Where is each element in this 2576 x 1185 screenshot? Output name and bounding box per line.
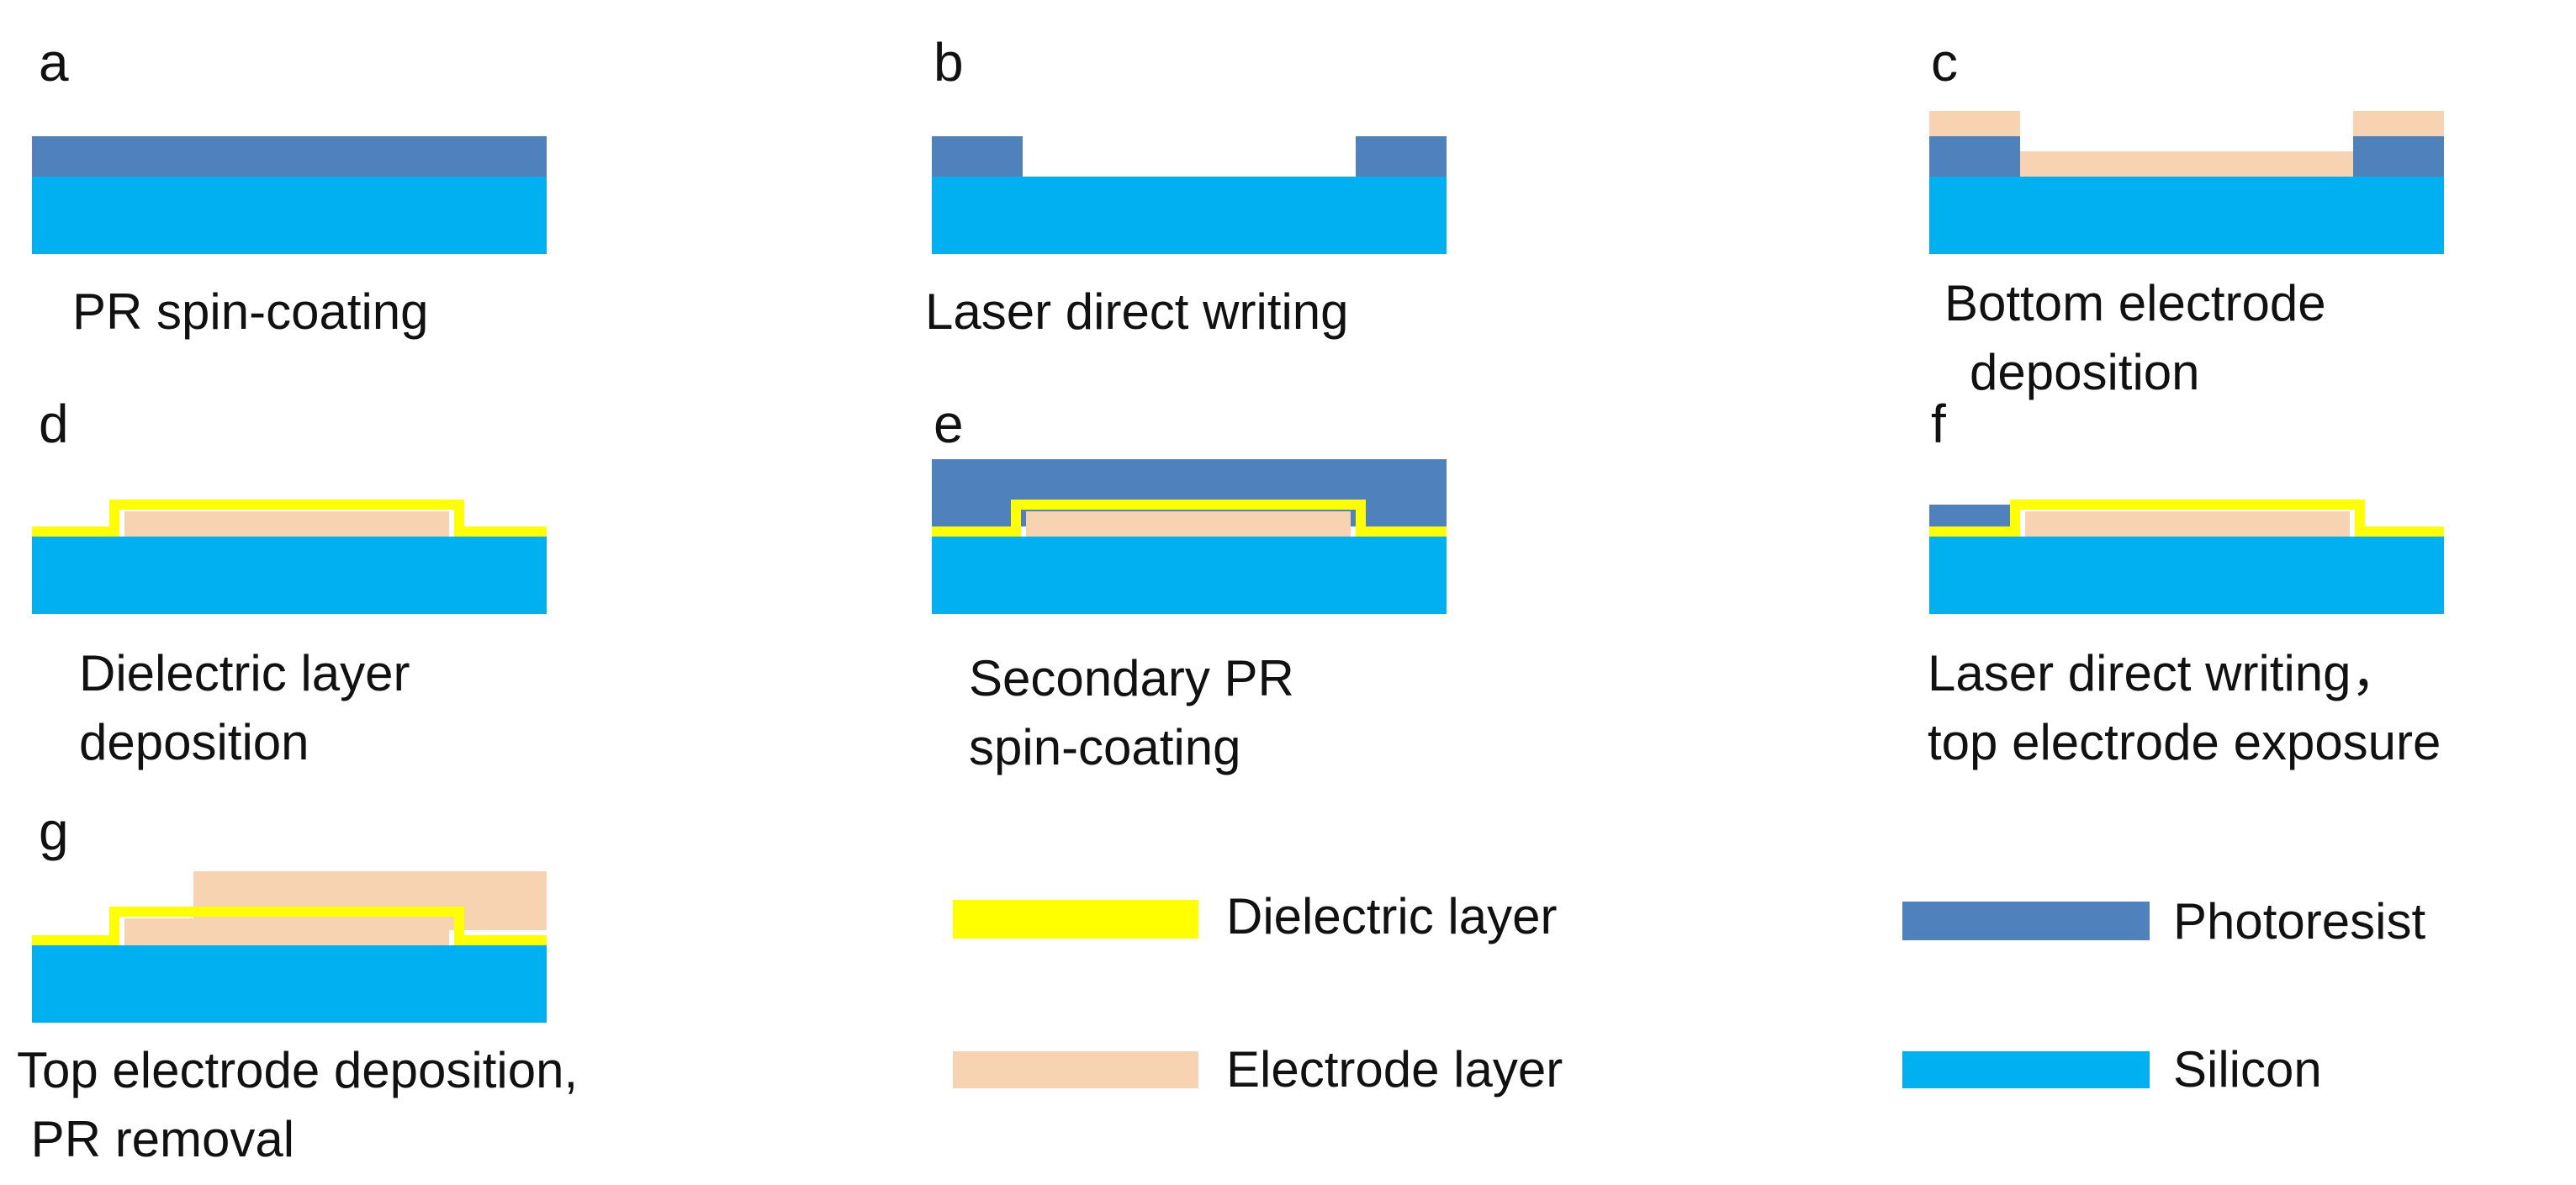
silicon-substrate bbox=[1929, 537, 2444, 614]
dielectric-layer bbox=[32, 907, 547, 945]
caption-a-line-1: PR spin-coating bbox=[72, 283, 429, 340]
bottom-electrode bbox=[124, 511, 449, 537]
caption-g: Top electrode deposition, PR removal bbox=[17, 1036, 578, 1174]
bottom-electrode bbox=[2020, 151, 2353, 177]
photoresist-right bbox=[1356, 136, 1447, 177]
legend-swatches bbox=[953, 900, 2150, 1088]
panel-letter-e: e bbox=[934, 394, 964, 454]
photoresist-layer bbox=[32, 136, 547, 177]
panel-letter-g: g bbox=[39, 801, 69, 861]
caption-g-line-1: Top electrode deposition, bbox=[17, 1042, 579, 1098]
dielectric-layer bbox=[1929, 500, 2444, 537]
bottom-electrode bbox=[2025, 511, 2350, 537]
legend-swatch-silicon bbox=[1902, 1051, 2150, 1088]
caption-e-line-1: Secondary PR bbox=[969, 650, 1294, 706]
panel-b-structure bbox=[932, 136, 1447, 254]
caption-d: Dielectric layer deposition bbox=[79, 639, 410, 777]
panel-g-structure bbox=[32, 871, 547, 1023]
panel-e-structure bbox=[932, 459, 1447, 614]
legend-label-silicon: Silicon bbox=[2173, 1041, 2322, 1098]
silicon-substrate bbox=[32, 945, 547, 1023]
electrode-on-photoresist-left bbox=[1929, 111, 2020, 136]
dielectric-layer bbox=[32, 500, 547, 537]
caption-e: Secondary PR spin-coating bbox=[969, 644, 1294, 782]
caption-d-line-2: deposition bbox=[79, 714, 309, 770]
silicon-substrate bbox=[932, 177, 1447, 254]
caption-f: Laser direct writing， top electrode expo… bbox=[1928, 639, 2441, 777]
caption-c-line-1: Bottom electrode bbox=[1944, 275, 2326, 331]
legend-swatch-electrode bbox=[953, 1051, 1198, 1088]
caption-f-line-2: top electrode exposure bbox=[1928, 714, 2441, 770]
dielectric-layer bbox=[932, 500, 1447, 537]
electrode-on-photoresist-right bbox=[2353, 111, 2444, 136]
legend-label-electrode: Electrode layer bbox=[1226, 1041, 1563, 1098]
panel-letter-a: a bbox=[39, 32, 69, 93]
caption-b: Laser direct writing bbox=[925, 278, 1349, 347]
panel-f-structure bbox=[1929, 500, 2444, 614]
panel-letter-c: c bbox=[1931, 32, 1958, 93]
caption-f-line-1: Laser direct writing， bbox=[1928, 645, 2402, 701]
silicon-substrate bbox=[32, 177, 547, 254]
legend-swatch-dielectric bbox=[953, 900, 1198, 939]
panel-letter-b: b bbox=[934, 32, 964, 93]
caption-c: Bottom electrode deposition bbox=[1944, 269, 2326, 407]
silicon-substrate bbox=[932, 537, 1447, 614]
panel-letter-f: f bbox=[1931, 394, 1946, 454]
caption-a: PR spin-coating bbox=[72, 278, 429, 347]
legend-swatch-photoresist bbox=[1902, 902, 2150, 940]
caption-g-line-2: PR removal bbox=[17, 1111, 295, 1167]
legend-label-dielectric: Dielectric layer bbox=[1226, 888, 1558, 944]
photoresist-left bbox=[932, 136, 1023, 177]
panel-c-structure bbox=[1929, 111, 2444, 254]
caption-d-line-1: Dielectric layer bbox=[79, 645, 410, 701]
silicon-substrate bbox=[32, 537, 547, 614]
bottom-electrode bbox=[124, 918, 449, 945]
panel-a-structure bbox=[32, 136, 547, 254]
panel-letter-d: d bbox=[39, 394, 69, 454]
panel-d-structure bbox=[32, 500, 547, 614]
caption-e-line-2: spin-coating bbox=[969, 719, 1241, 775]
caption-b-line-1: Laser direct writing bbox=[925, 283, 1349, 340]
bottom-electrode bbox=[1026, 511, 1351, 537]
caption-c-line-2: deposition bbox=[1970, 344, 2200, 400]
legend-label-photoresist: Photoresist bbox=[2173, 893, 2426, 950]
photoresist-left bbox=[1929, 136, 2020, 177]
silicon-substrate bbox=[1929, 177, 2444, 254]
photoresist-right bbox=[2353, 136, 2444, 177]
